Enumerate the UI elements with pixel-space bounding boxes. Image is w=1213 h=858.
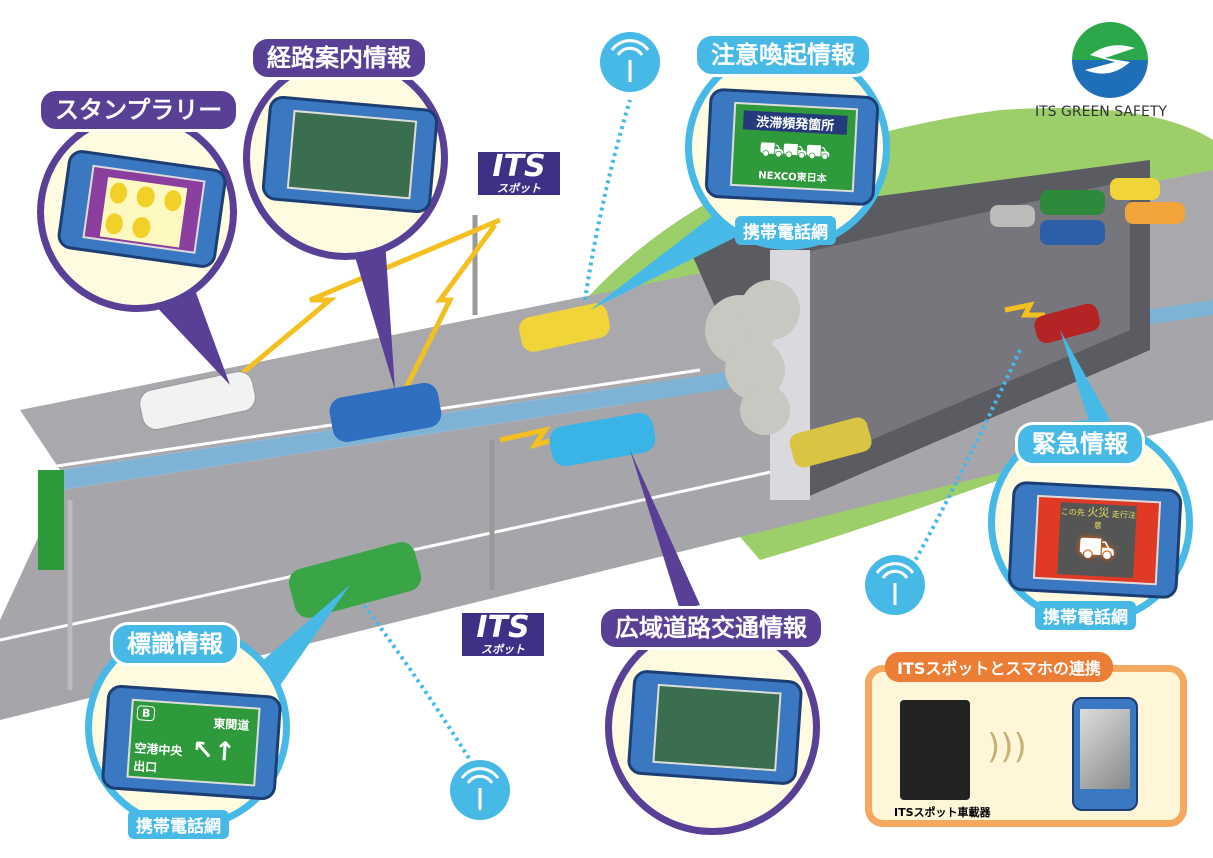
sign-network-label: 携帯電話網 [128, 810, 229, 839]
traffic-map-screen [652, 683, 782, 772]
mobile-network-signals [358, 99, 1022, 762]
empty-stamp-slot [154, 215, 183, 247]
route-badge: B [136, 705, 156, 722]
stamp-icon [108, 181, 129, 205]
route-guidance-bubble [243, 55, 448, 260]
its-green-safety-logo-icon [1072, 22, 1148, 98]
car-fire-icon: ⛟ [1076, 530, 1117, 568]
logo-text: ITS GREEN SAFETY [1035, 104, 1167, 120]
antenna-icon [865, 555, 925, 615]
direction-3: 出口 [132, 759, 158, 775]
smartphone-link-panel: ))) ITSスポット車載器 [865, 665, 1187, 827]
emergency-text-2: 火災 [1087, 505, 1110, 520]
caution-screen: 渋滞頻発箇所 ⛟⛟⛟ NEXCO東日本 [729, 101, 859, 193]
emergency-text-1: この先 [1060, 507, 1086, 518]
wide-area-title: 広域道路交通情報 [598, 606, 824, 650]
wireless-signal-icon: ))) [987, 727, 1027, 767]
its-spot-label: ITS スポット [462, 613, 544, 656]
phone [55, 148, 229, 270]
stamp-grid-screen [82, 164, 206, 254]
its-spot-label: ITS スポット [478, 152, 560, 195]
caution-heading: 渋滞頻発箇所 [742, 110, 848, 135]
onboard-unit-device [900, 700, 970, 800]
tunnel-interior [770, 180, 1130, 470]
stamp-grid [99, 176, 188, 248]
phone [260, 94, 440, 215]
route-map-screen [286, 109, 418, 200]
smoke [705, 280, 800, 435]
route-guidance-title: 経路案内情報 [250, 36, 428, 80]
direction-1: 東関道 [212, 716, 250, 733]
stamp-icon [162, 189, 183, 213]
its-spot-big: ITS [492, 149, 546, 184]
smartphone-icon [1072, 697, 1138, 811]
direction-2: 空港中央 [133, 741, 183, 759]
sign-screen: B 東関道 空港中央 出口 ↖↑ [126, 698, 261, 787]
stamp-icon [104, 212, 125, 236]
stamp-rally-title: スタンプラリー [38, 88, 240, 132]
antenna-icon [600, 32, 660, 92]
phone: 渋滞頻発箇所 ⛟⛟⛟ NEXCO東日本 [704, 87, 880, 207]
cars [139, 178, 1185, 618]
stamp-icon [135, 185, 156, 209]
emergency-screen: この先 火災 走行注意 ⛟ [1032, 494, 1162, 586]
smartphone-link-title: ITSスポットとスマホの連携 [885, 652, 1113, 682]
its-spot-big: ITS [476, 610, 530, 645]
sign-title: 標識情報 [110, 622, 240, 666]
antenna-icon [450, 760, 510, 820]
stamp-icon [131, 215, 152, 240]
its-spot-small: スポット [497, 182, 541, 195]
its-spot-small: スポット [481, 643, 525, 656]
caution-title: 注意喚起情報 [694, 33, 872, 77]
caution-bubble: 渋滞頻発箇所 ⛟⛟⛟ NEXCO東日本 [685, 45, 890, 250]
smartphone-screen [1080, 709, 1130, 789]
device-label: ITSスポット車載器 [894, 806, 991, 819]
phone: B 東関道 空港中央 出口 ↖↑ [100, 684, 283, 801]
emergency-network-label: 携帯電話網 [1035, 601, 1136, 630]
its-spot-signals [238, 217, 1045, 450]
emergency-title: 緊急情報 [1015, 422, 1145, 466]
stamp-rally-bubble [37, 112, 237, 312]
phone: この先 火災 走行注意 ⛟ [1007, 480, 1183, 600]
arrow-icon: ↖↑ [190, 735, 237, 769]
wide-area-bubble [605, 620, 820, 835]
emergency-inner-screen: この先 火災 走行注意 ⛟ [1057, 502, 1137, 579]
phone [626, 669, 804, 786]
caution-network-label: 携帯電話網 [735, 216, 836, 245]
road-sign [38, 470, 64, 570]
